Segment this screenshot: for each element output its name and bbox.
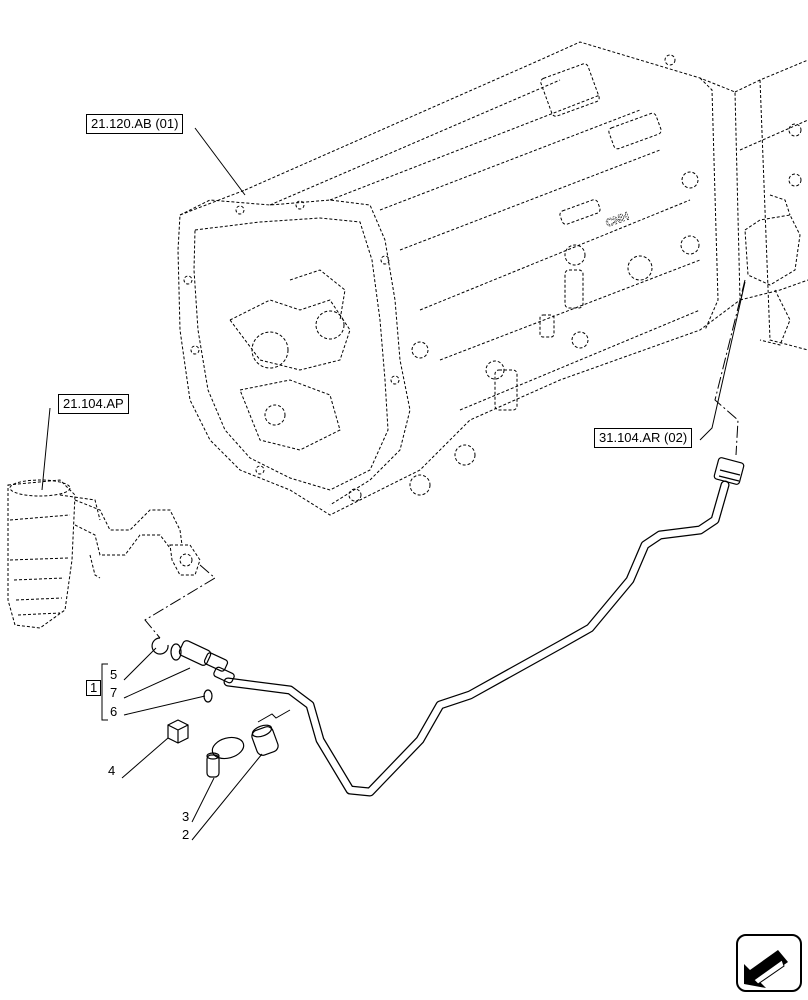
leader-item-6 — [123, 695, 206, 716]
ref-connection[interactable]: 31.104.AR (02) — [594, 428, 693, 448]
snap-ring-part — [151, 637, 169, 655]
filter-assembly — [7, 479, 201, 629]
housing-logo: CNH — [604, 210, 631, 229]
next-page-arrow-button[interactable] — [736, 934, 802, 992]
phantom-line-connection — [714, 279, 746, 456]
tee-fitting-part — [170, 640, 235, 684]
callout-item-7: 7 — [110, 685, 118, 700]
callout-item-6: 6 — [110, 704, 118, 719]
group-bracket — [101, 663, 108, 721]
nut-part — [167, 719, 189, 744]
leader-transmission — [194, 127, 246, 196]
callout-item-2: 2 — [182, 827, 190, 842]
ref-transmission[interactable]: 21.120.AB (01) — [86, 114, 184, 134]
o-ring-part — [203, 689, 213, 703]
next-page-arrow-icon — [744, 950, 788, 988]
leader-item-4 — [121, 737, 169, 779]
oil-pipe — [223, 457, 745, 797]
leader-filter — [41, 407, 51, 491]
transmission-housing — [177, 41, 808, 516]
callout-item-5: 5 — [110, 667, 118, 682]
group-label-1: 1 — [86, 680, 102, 696]
leader-item-5 — [123, 647, 157, 681]
callout-item-3: 3 — [182, 809, 190, 824]
clamp-part — [206, 736, 245, 778]
leader-connection — [699, 281, 746, 441]
ref-filter[interactable]: 21.104.AP — [58, 394, 129, 414]
leader-item-3 — [191, 777, 215, 823]
sleeve-part — [251, 724, 279, 756]
phantom-line-filter — [144, 564, 216, 639]
leader-item-2 — [191, 753, 263, 841]
callout-item-4: 4 — [108, 763, 116, 778]
pipe-break-mark — [257, 709, 291, 723]
leader-item-7 — [123, 667, 191, 699]
